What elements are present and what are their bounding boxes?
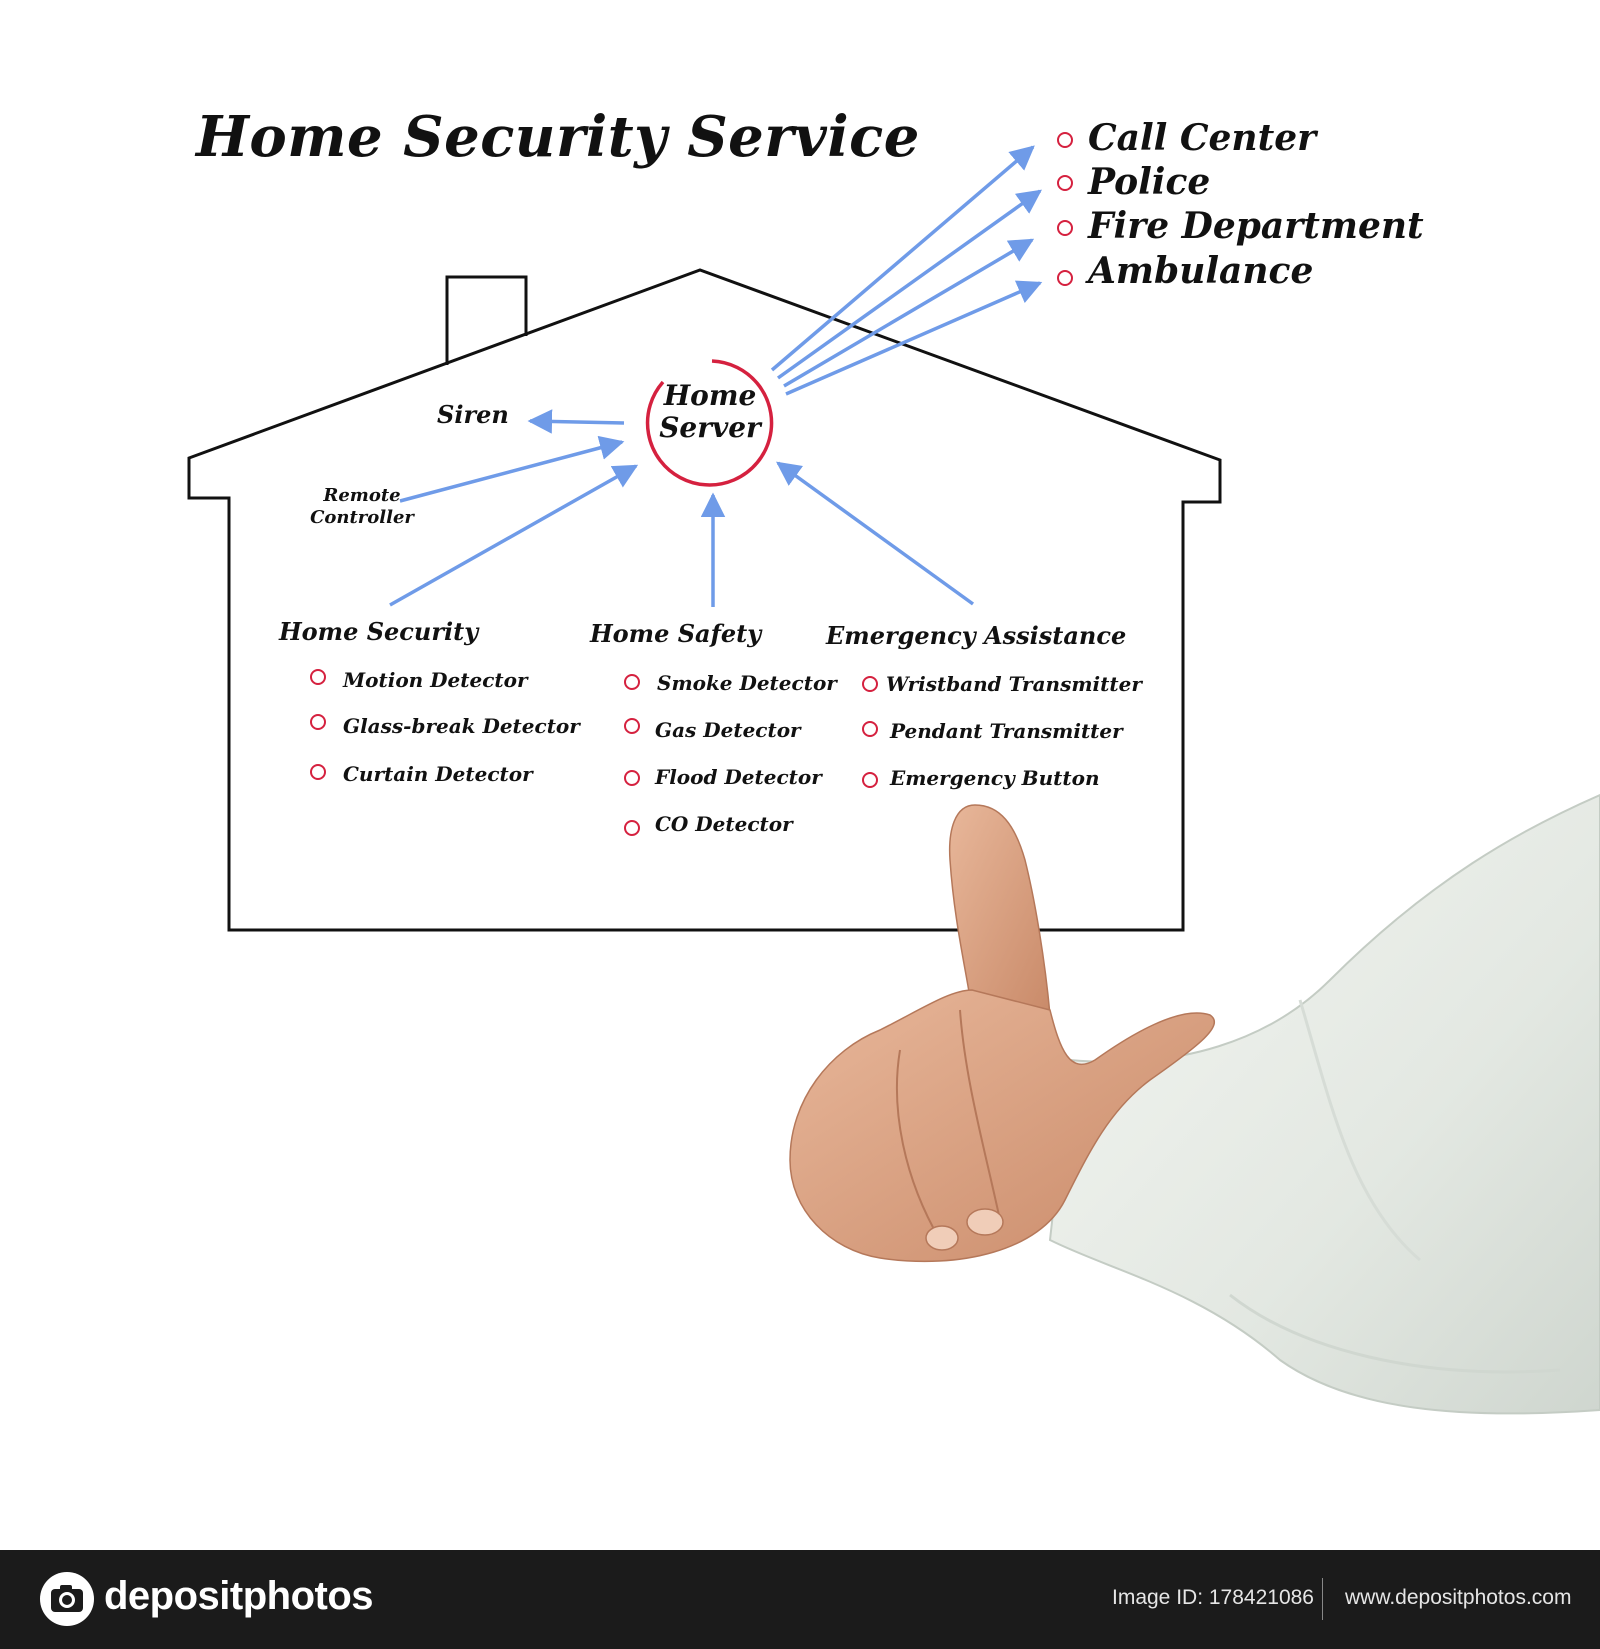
arrow-from-emergency-assistance [776,461,975,606]
item-glass-break-detector: Glass-break Detector [343,714,580,738]
bullet-icon [1057,220,1073,236]
siren-label: Siren [437,400,509,429]
arrow-from-remote [399,435,625,503]
bullet-icon [862,721,878,737]
destination-police: Police [1088,161,1211,203]
item-flood-detector: Flood Detector [655,765,822,789]
bullet-icon [1057,132,1073,148]
item-gas-detector: Gas Detector [655,718,801,742]
item-pendant-transmitter: Pendant Transmitter [890,719,1123,743]
bullet-icon [310,764,326,780]
destination-ambulance: Ambulance [1088,250,1314,292]
item-curtain-detector: Curtain Detector [343,762,533,786]
bullet-icon [624,820,640,836]
bullet-icon [310,714,326,730]
bullet-icon [624,770,640,786]
remote-line1: Remote [323,485,401,506]
bullet-icon [310,669,326,685]
bullet-icon [1057,175,1073,191]
footer-image-id: Image ID: 178421086 [1112,1586,1314,1609]
arrow-to-police [776,189,1042,380]
home-server-label: Home Server [650,380,770,444]
arrow-from-home-security [389,464,639,607]
diagram-title: Home Security Service [196,104,920,170]
group-heading-emergency-assistance: Emergency Assistance [826,621,1127,650]
remote-line2: Controller [310,507,414,528]
arrow-to-ambulance [785,280,1043,396]
group-heading-home-security: Home Security [279,617,479,646]
home-server-circle [645,359,774,487]
destination-call-center: Call Center [1088,117,1317,159]
item-motion-detector: Motion Detector [343,668,528,692]
home-server-line2: Server [659,411,761,444]
bullet-icon [1057,270,1073,286]
house-chimney [445,275,528,365]
house-outline [187,268,1222,932]
arrow-to-fire-department [783,238,1035,388]
group-heading-home-safety: Home Safety [590,619,762,648]
footer-logo-text: depositphotos [104,1574,374,1618]
remote-controller-label: Remote Controller [292,485,432,529]
pointing-hand-illustration [789,793,1600,1415]
item-wristband-transmitter: Wristband Transmitter [886,672,1142,696]
home-server-line1: Home [663,379,757,412]
bullet-icon [862,676,878,692]
item-emergency-button: Emergency Button [890,766,1100,790]
footer-separator [1322,1578,1323,1620]
bullet-icon [862,772,878,788]
item-smoke-detector: Smoke Detector [657,671,837,695]
arrow-to-call-center [770,145,1035,372]
camera-logo-icon [40,1572,94,1626]
item-co-detector: CO Detector [655,812,793,836]
footer-url-link[interactable]: www.depositphotos.com [1345,1586,1572,1609]
bullet-icon [624,674,640,690]
bullet-icon [624,718,640,734]
footer-bar: depositphotos Image ID: 178421086 www.de… [0,1550,1600,1649]
destination-fire-department: Fire Department [1088,205,1424,247]
arrow-to-siren [527,409,625,434]
